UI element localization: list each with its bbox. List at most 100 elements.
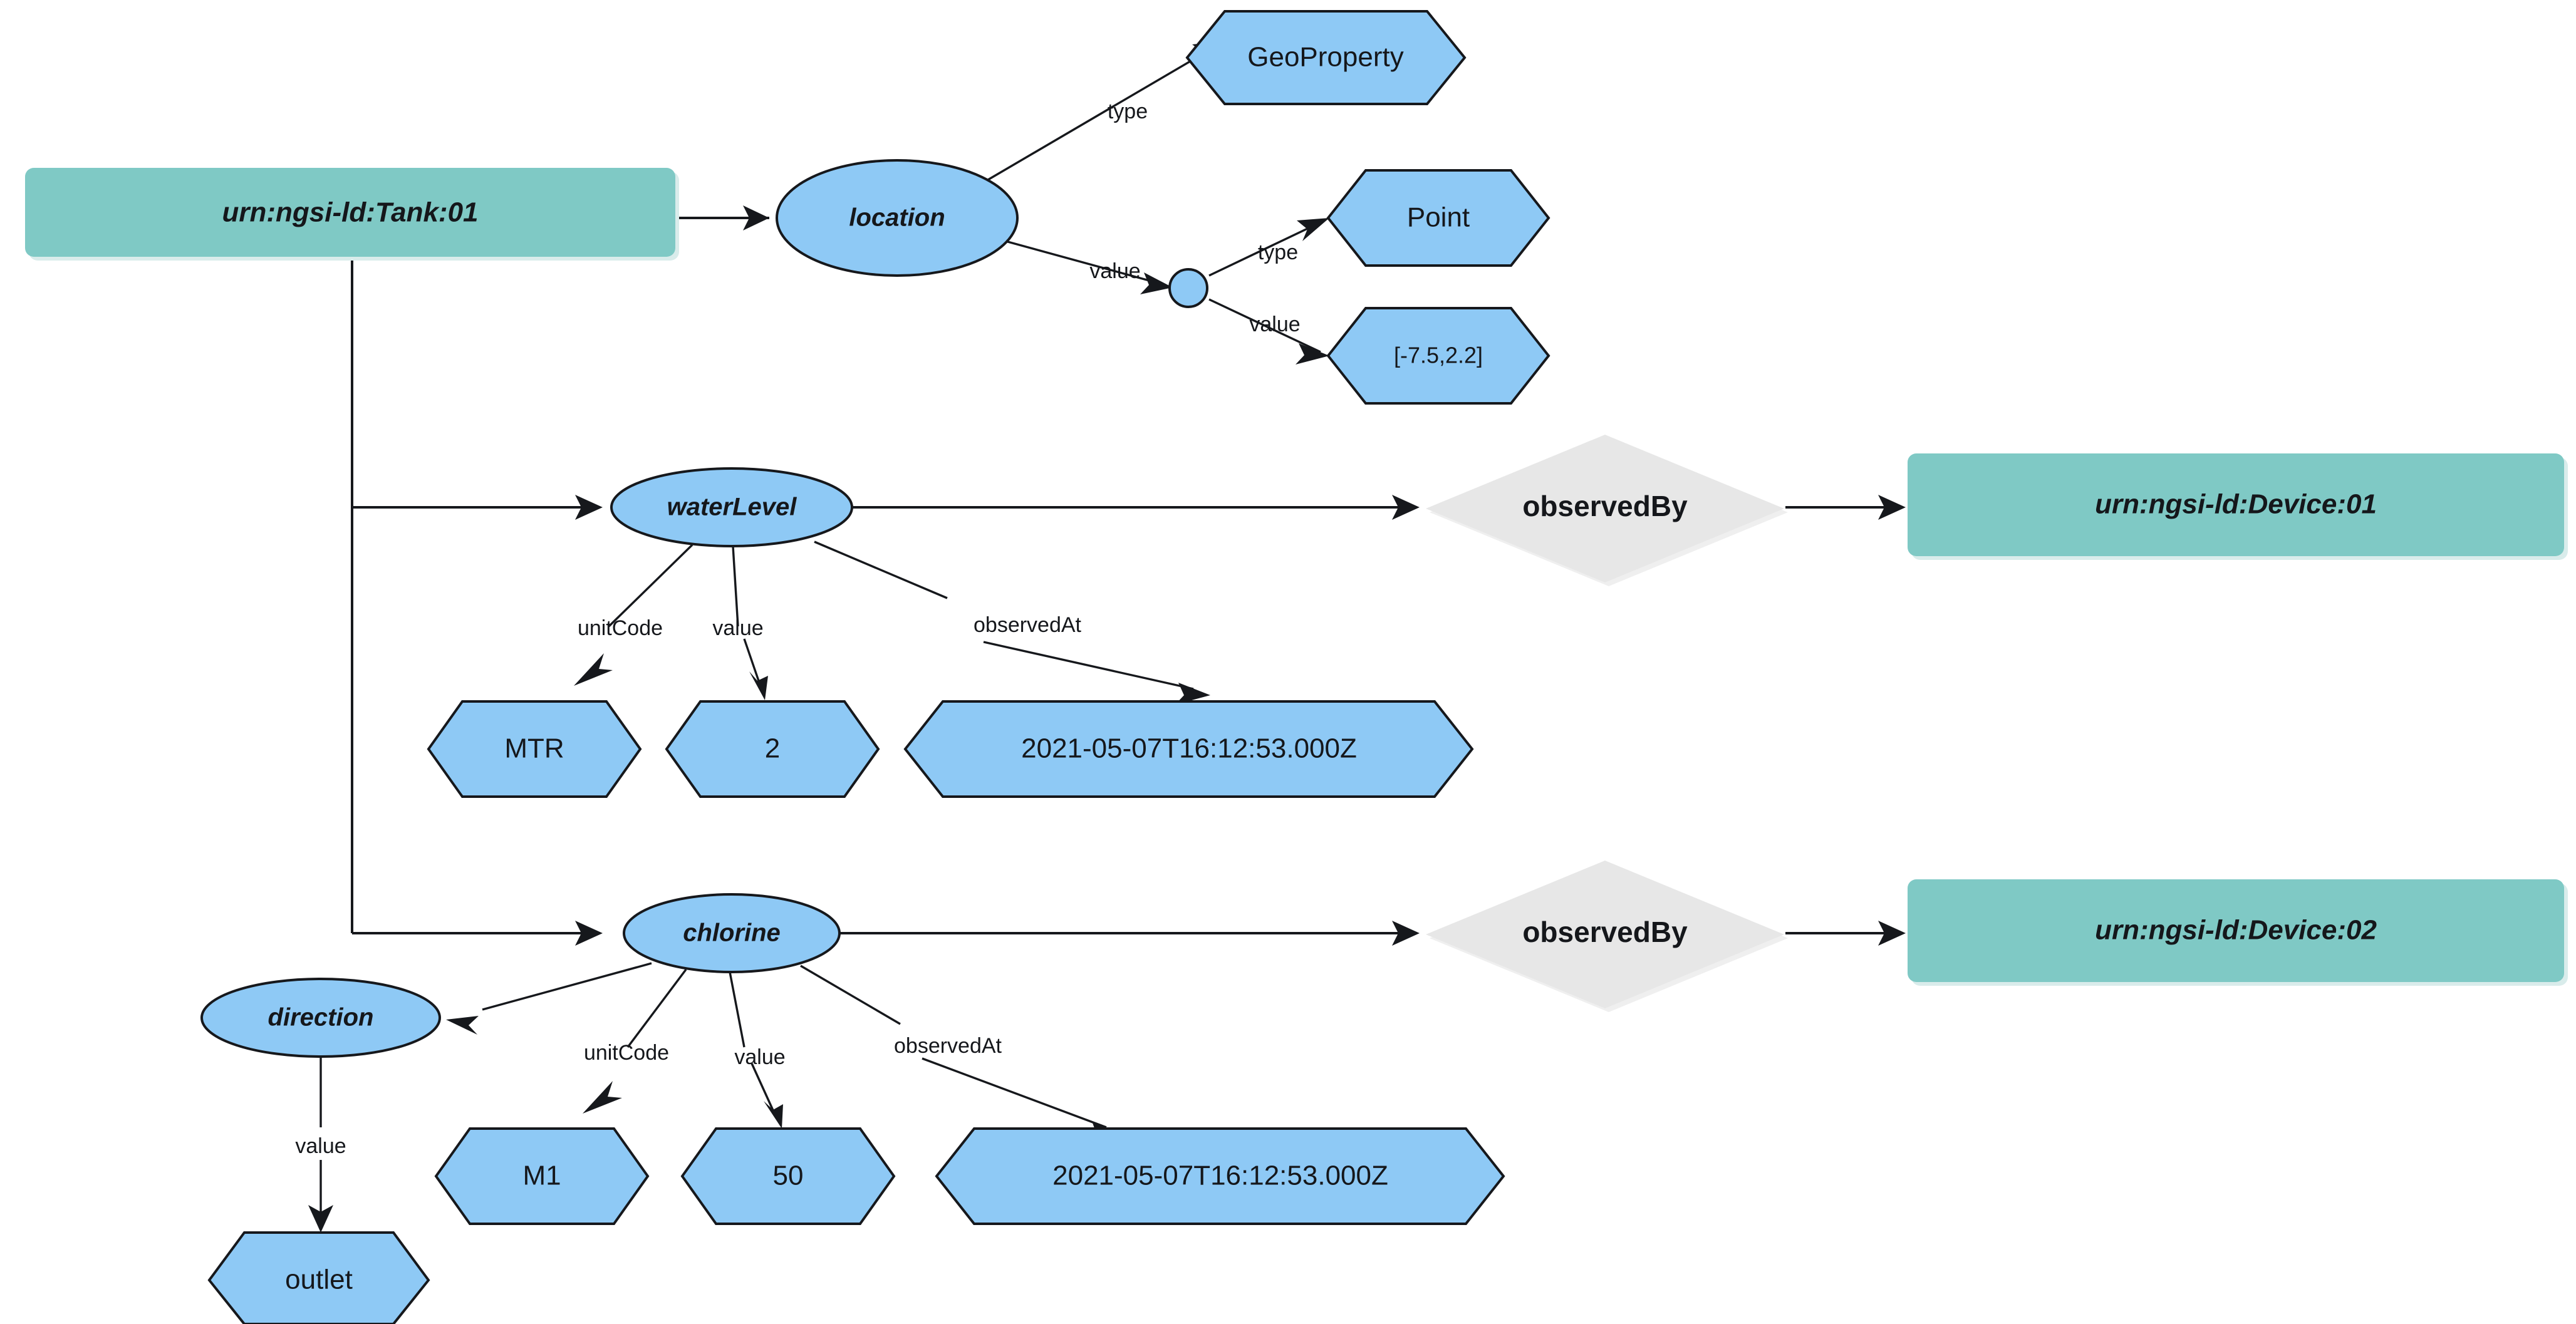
edge-chlorine-direction <box>482 962 652 1011</box>
ellipse-shape <box>776 159 1019 277</box>
entity-label-tank01: urn:ngsi-ld:Tank:01 <box>222 197 478 228</box>
property-node-waterlevel[interactable]: waterLevel <box>610 467 853 547</box>
value-label-outlet: outlet <box>285 1265 353 1295</box>
value-node-chlorine-timestamp[interactable]: 2021-05-07T16:12:53.000Z <box>935 1127 1505 1225</box>
edge-label-location-value: value <box>1089 259 1140 283</box>
arrow-geojson-type <box>1297 218 1329 241</box>
arrow-location-value <box>1140 272 1173 294</box>
value-node-mtr[interactable]: MTR <box>427 700 642 798</box>
property-node-chlorine[interactable]: chlorine <box>623 893 841 973</box>
edge-geojson-type <box>1208 221 1321 277</box>
hexagon-shape <box>434 1127 650 1225</box>
entity-node-device02[interactable]: urn:ngsi-ld:Device:02 <box>1908 879 2568 986</box>
arrow-chlorine-direction <box>446 1016 479 1035</box>
value-label-waterlevel-timestamp: 2021-05-07T16:12:53.000Z <box>1021 733 1357 764</box>
arrow-direction-value <box>308 1205 333 1233</box>
value-node-point[interactable]: Point <box>1326 169 1550 267</box>
value-label-mtr: MTR <box>504 733 564 764</box>
arrow-tank-chlorine <box>575 921 603 946</box>
edge-chlorine-value <box>729 971 745 1048</box>
ellipse-shape <box>610 467 853 547</box>
entity-rect <box>25 168 675 257</box>
edge-label-geojson-value: value <box>1249 313 1300 336</box>
arrow-chlorine-observedby <box>1392 921 1420 946</box>
edge-label-location-type: type <box>1108 100 1148 123</box>
value-label-coords: [-7.5,2.2] <box>1394 343 1483 368</box>
arrow-waterlevel-value <box>749 671 768 700</box>
ellipse-shape <box>200 978 441 1058</box>
edge-waterlevel-observedat2 <box>983 641 1194 690</box>
hexagon-shape <box>680 1127 896 1225</box>
arrow-chlorine-unitcode <box>583 1081 622 1114</box>
arrow-tank-location <box>743 205 769 230</box>
value-node-waterlevel-timestamp[interactable]: 2021-05-07T16:12:53.000Z <box>903 700 1474 798</box>
property-node-geojson-anon[interactable] <box>1168 268 1208 308</box>
edge-chlorine-value2 <box>750 1063 775 1112</box>
value-node-m1[interactable]: M1 <box>434 1127 650 1225</box>
property-label-waterlevel: waterLevel <box>667 494 797 521</box>
diamond-shape <box>1426 861 1784 1008</box>
edge-label-geojson-type: type <box>1258 240 1298 264</box>
edges-layer: type value type value unitCode value o <box>295 41 1906 1233</box>
property-node-location[interactable]: location <box>776 159 1019 277</box>
property-label-location: location <box>849 204 945 232</box>
edge-geojson-value <box>1208 298 1321 353</box>
arrow-observedby-device01 <box>1878 495 1906 520</box>
edge-waterlevel-value2 <box>743 638 761 683</box>
hexagon-shape <box>935 1127 1505 1225</box>
value-node-geoproperty[interactable]: GeoProperty <box>1185 10 1467 105</box>
hexagon-shape <box>1326 169 1550 267</box>
ellipse-shape <box>623 893 841 973</box>
arrow-chlorine-value <box>764 1101 783 1129</box>
arrow-geojson-value <box>1296 343 1329 365</box>
arrow-tank-waterlevel <box>575 495 603 520</box>
edge-chlorine-observedat2 <box>922 1057 1107 1129</box>
value-node-chlorine-value[interactable]: 50 <box>680 1127 896 1225</box>
hexagon-shape <box>665 700 880 798</box>
relationship-node-observedby-1[interactable]: observedBy <box>1426 435 1788 586</box>
hexagon-shape <box>207 1231 430 1324</box>
value-label-m1: M1 <box>522 1161 561 1191</box>
relationship-label-observedby-1: observedBy <box>1522 490 1688 522</box>
hexagon-shape <box>427 700 642 798</box>
small-circle-shape <box>1168 268 1208 308</box>
edge-waterlevel-unitcode <box>608 544 693 628</box>
property-label-chlorine: chlorine <box>683 919 781 947</box>
property-node-direction[interactable]: direction <box>200 978 441 1058</box>
edge-waterlevel-observedat <box>814 540 948 599</box>
relationship-node-observedby-2[interactable]: observedBy <box>1426 861 1788 1012</box>
value-node-waterlevel-value[interactable]: 2 <box>665 700 880 798</box>
hexagon-shape <box>1185 10 1467 105</box>
edge-label-chlorine-unitcode: unitCode <box>584 1041 669 1065</box>
hexagon-shape <box>1326 307 1550 405</box>
diamond-shape <box>1426 435 1784 582</box>
value-node-coords[interactable]: [-7.5,2.2] <box>1326 307 1550 405</box>
entity-label-device01: urn:ngsi-ld:Device:01 <box>2095 489 2377 520</box>
value-label-chlorine-value: 50 <box>773 1161 804 1191</box>
entity-node-device01[interactable]: urn:ngsi-ld:Device:01 <box>1908 453 2568 560</box>
edge-label-chlorine-observedat: observedAt <box>894 1034 1002 1058</box>
edge-label-waterlevel-observedat: observedAt <box>974 613 1082 637</box>
edge-chlorine-observedat <box>800 965 901 1025</box>
relationship-label-observedby-2: observedBy <box>1522 916 1688 948</box>
entity-rect <box>1908 453 2564 556</box>
edge-location-type <box>984 46 1215 183</box>
edge-label-waterlevel-unitcode: unitCode <box>578 616 663 640</box>
arrow-observedby2-device02 <box>1878 921 1906 946</box>
arrow-waterlevel-unitcode <box>574 653 613 686</box>
entity-node-tank01[interactable]: urn:ngsi-ld:Tank:01 <box>25 168 679 261</box>
value-label-waterlevel-value: 2 <box>765 733 780 764</box>
edge-label-waterlevel-value: value <box>712 616 763 640</box>
value-label-geoproperty: GeoProperty <box>1247 42 1403 73</box>
edge-label-chlorine-value: value <box>734 1045 785 1069</box>
edge-chlorine-unitcode <box>626 968 687 1048</box>
value-label-point: Point <box>1407 202 1470 233</box>
value-node-outlet[interactable]: outlet <box>207 1231 430 1324</box>
value-label-chlorine-timestamp: 2021-05-07T16:12:53.000Z <box>1052 1161 1388 1191</box>
edge-label-direction-value: value <box>295 1134 346 1158</box>
hexagon-shape <box>903 700 1474 798</box>
arrow-waterlevel-observedat <box>1175 683 1210 705</box>
property-label-direction: direction <box>268 1004 374 1032</box>
